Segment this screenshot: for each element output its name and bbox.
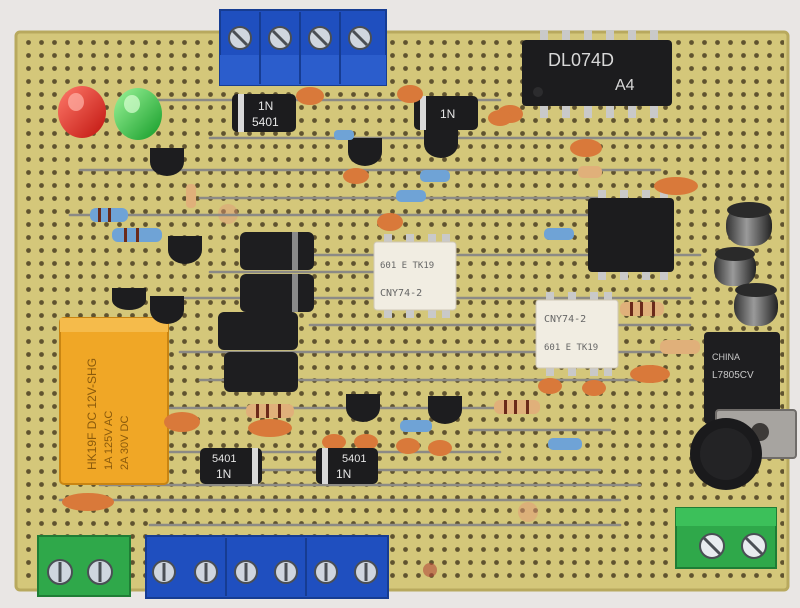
diode-bottom-2-label-a: 1N [336,467,351,481]
diode-top-1: 1N 5401 [232,94,296,132]
diode-bottom-1-label-b: 5401 [212,453,236,465]
led-red [58,86,106,138]
terminal-block-green-right [675,507,777,569]
ic-main-label-2: A4 [615,77,635,94]
resistors [90,130,700,450]
opto-1-label-2: 601 E TK19 [380,261,434,271]
electrolytic-capacitors [714,202,778,326]
diode-top-1-label-a: 1N [258,99,273,113]
led-green [114,88,162,140]
regulator-label-1: L7805CV [712,370,754,381]
regulator-label-2: CHINA [712,352,740,362]
diode-top-1-label-b: 5401 [252,115,279,129]
optocoupler-1: CNY74-2 601 E TK19 [373,234,457,318]
relay-label-1: HK19F DC 12V-SHG [85,358,99,470]
diode-top-2-label: 1N [440,107,455,121]
relay-label-3: 2A 30V DC [119,416,131,470]
diode-bottom-1: 5401 1N [200,448,262,484]
opto-2-label-2: 601 E TK19 [544,343,598,353]
ceramic-capacitors [62,85,698,511]
buzzer [690,418,762,490]
relay: HK19F DC 12V-SHG 1A 125V AC 2A 30V DC [59,317,169,485]
terminal-block-blue-bottom [145,535,389,599]
ic-dl074d: DL074D A4 [522,30,672,118]
power-diodes [218,232,314,392]
ic-main-label-1: DL074D [548,50,614,70]
diode-bottom-2: 5401 1N [316,448,378,484]
transistors [112,130,462,424]
opto-2-label-1: CNY74-2 [544,314,586,325]
optocoupler-2: CNY74-2 601 E TK19 [535,292,619,376]
terminal-block-green-left [37,535,131,597]
opto-1-label-1: CNY74-2 [380,288,422,299]
terminal-block-top [219,9,387,86]
relay-label-2: 1A 125V AC [103,411,115,470]
diode-top-2: 1N [414,96,478,130]
diode-bottom-2-label-b: 5401 [342,453,366,465]
ic-dip8 [588,190,674,280]
diode-bottom-1-label-a: 1N [216,467,231,481]
